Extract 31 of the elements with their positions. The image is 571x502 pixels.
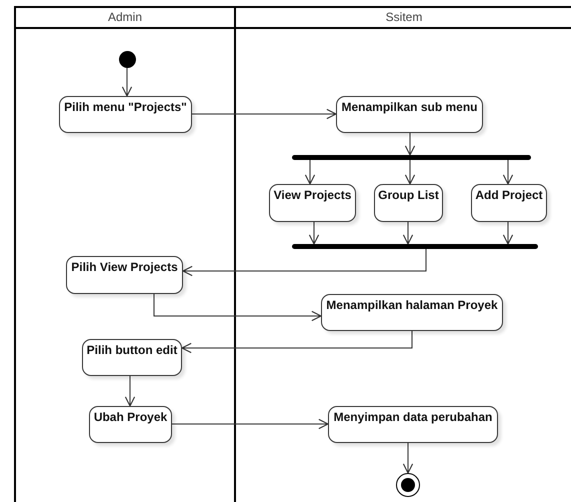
arrow [404, 132, 416, 156]
initial-node [119, 51, 136, 68]
arrow [182, 248, 426, 276]
activity-box: Menampilkan halaman Proyek [321, 294, 503, 331]
activity-box: Pilih View Projects [66, 256, 183, 294]
activity-box: Menampilkan sub menu [336, 96, 483, 133]
arrow [192, 108, 337, 120]
activity-box: Pilih menu "Projects" [59, 96, 192, 133]
activity-box: Add Project [471, 184, 547, 222]
arrow [172, 418, 329, 430]
arrow [402, 442, 414, 474]
arrow [404, 160, 416, 185]
arrow [154, 294, 322, 322]
arrow [502, 160, 514, 185]
activity-box: Menyimpan data perubahan [328, 406, 498, 443]
activity-box: Ubah Proyek [89, 406, 172, 443]
arrow [181, 330, 412, 354]
arrow [402, 222, 414, 245]
arrow [304, 160, 316, 185]
activity-box: Group List [374, 184, 443, 222]
final-node [396, 473, 420, 497]
lane-header: Ssitem [236, 8, 571, 29]
arrow [502, 222, 514, 245]
arrow [308, 222, 320, 245]
sync-bar [292, 244, 538, 249]
activity-box: View Projects [269, 184, 356, 222]
activity-box: Pilih button edit [82, 339, 182, 376]
arrow [124, 376, 136, 407]
sync-bar [292, 155, 531, 160]
arrow [122, 68, 132, 97]
lane-header: Admin [16, 8, 234, 29]
